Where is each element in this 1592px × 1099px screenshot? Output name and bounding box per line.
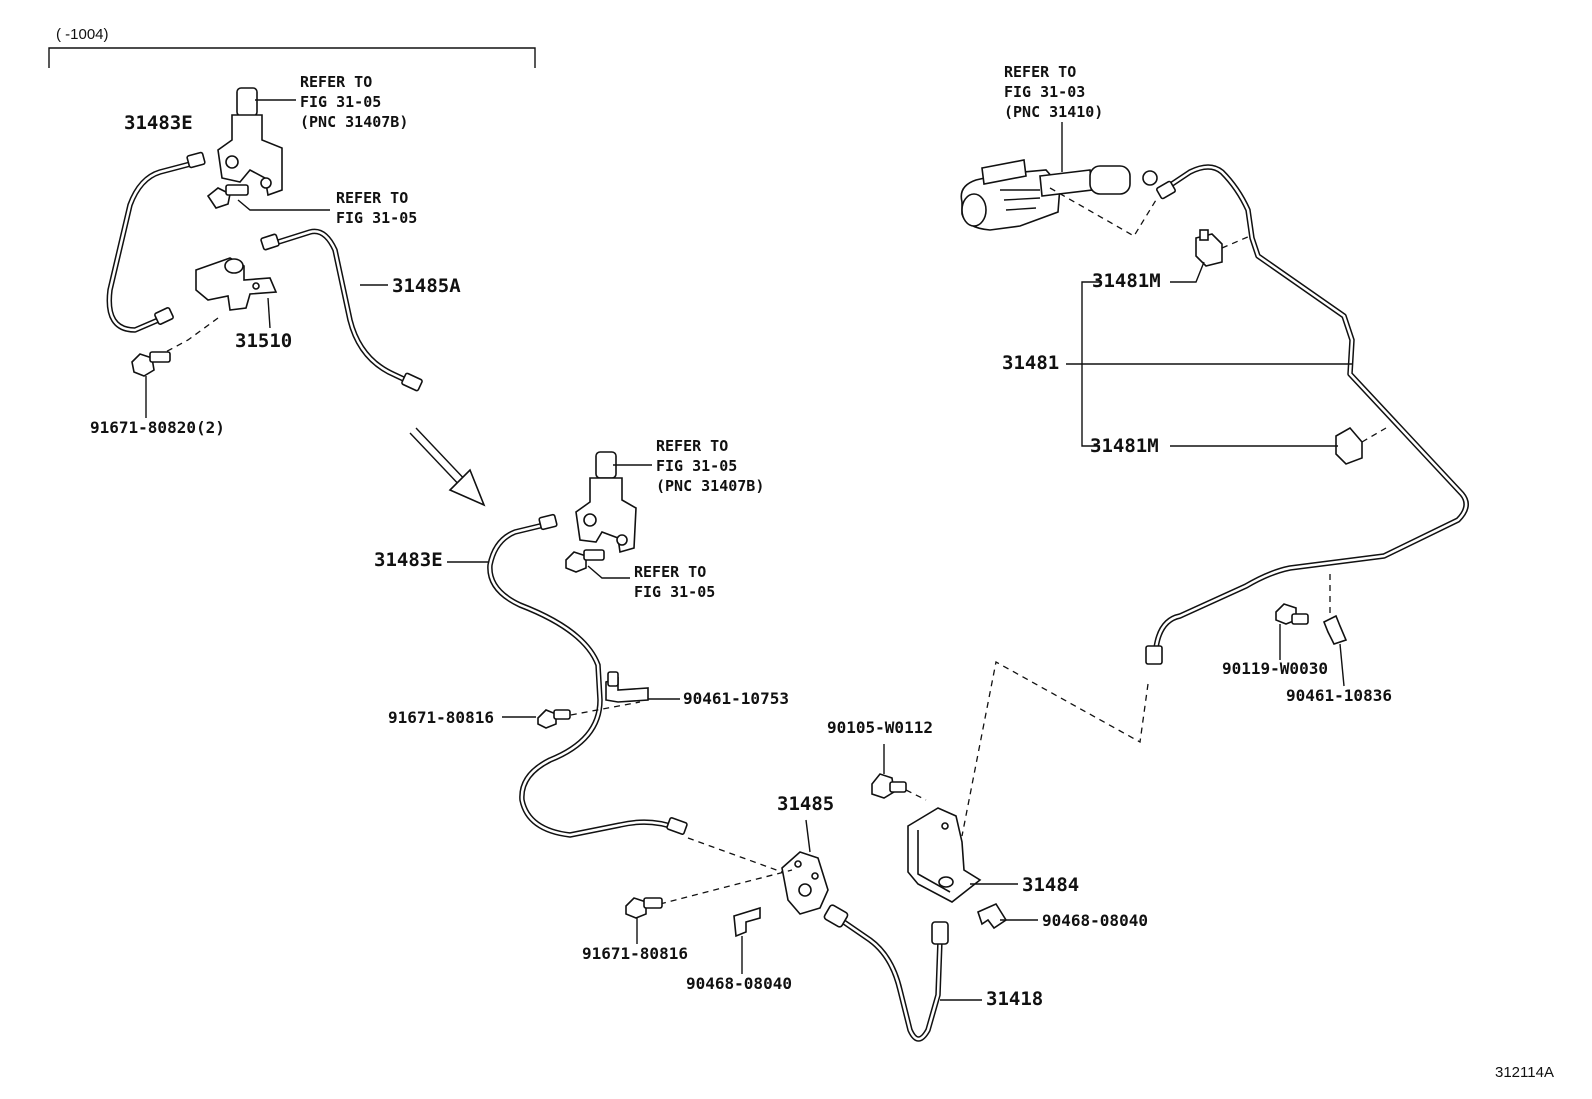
- flex-hose-31418: [823, 904, 949, 1042]
- range-bracket: [48, 47, 536, 68]
- dash-route: [961, 660, 1149, 837]
- part-label-31481[interactable]: 31481: [1002, 352, 1060, 374]
- dash-clamp-bot: [1361, 427, 1387, 443]
- clamp-31481m-top: [1195, 229, 1223, 267]
- master-cylinder-top-fitting: [217, 87, 283, 197]
- clip-90468-08040-b: [977, 902, 1008, 930]
- dash-bolt-90105: [905, 789, 927, 801]
- ref-line: REFER TO: [1004, 63, 1077, 81]
- part-label-90468-08040-a[interactable]: 90468-08040: [686, 974, 792, 993]
- bolt-top: [206, 184, 249, 209]
- dash-clip-bolt: [559, 701, 641, 718]
- bracket-31510: [195, 257, 278, 311]
- part-label-31483e-mid[interactable]: 31483E: [374, 549, 443, 571]
- ref-label-c[interactable]: REFER TO FIG 31-05 (PNC 31407B): [656, 436, 764, 496]
- bolt-91671-80820: [131, 351, 171, 377]
- dash-pipe-bracket: [687, 837, 783, 873]
- part-label-90105-w0112[interactable]: 90105-W0112: [827, 718, 933, 737]
- bolt-90105-w0112: [871, 773, 907, 799]
- leader-ref-b: [237, 199, 330, 211]
- ref-line: FIG 31-03: [1004, 83, 1086, 101]
- bolt-91671-80816-b: [625, 897, 663, 919]
- pipe-31483e-top: [106, 151, 206, 333]
- ref-line: FIG 31-05: [336, 209, 418, 227]
- part-label-91671-80816-b[interactable]: 91671-80816: [582, 944, 688, 963]
- ref-label-a[interactable]: REFER TO FIG 31-05 (PNC 31407B): [300, 72, 408, 132]
- dash-cylinder: [1049, 187, 1157, 237]
- leader-ref-d: [587, 565, 630, 579]
- ref-line: (PNC 31410): [1004, 103, 1104, 121]
- part-label-31481m-top[interactable]: 31481M: [1092, 270, 1161, 292]
- dash-bolt-bracket-31485: [659, 869, 793, 905]
- dash-clamp-top: [1221, 235, 1251, 249]
- leader-90461-10836: [1339, 643, 1345, 687]
- pipe-31485a: [260, 228, 423, 392]
- part-label-31483e-top[interactable]: 31483E: [124, 112, 193, 134]
- ref-line: FIG 31-05: [656, 457, 738, 475]
- part-label-91671-80820[interactable]: 91671-80820(2): [90, 418, 225, 437]
- pipe-31481: [1145, 164, 1469, 665]
- ref-line: REFER TO: [656, 437, 729, 455]
- ref-line: FIG 31-05: [634, 583, 716, 601]
- master-cylinder-mid-fitting: [575, 451, 637, 554]
- part-label-90461-10836[interactable]: 90461-10836: [1286, 686, 1392, 705]
- bracket-31484: [907, 807, 982, 903]
- range-label: ( -1004): [56, 26, 109, 43]
- part-label-90468-08040-b[interactable]: 90468-08040: [1042, 911, 1148, 930]
- part-label-31510[interactable]: 31510: [235, 330, 293, 352]
- part-label-31481m-bot[interactable]: 31481M: [1090, 435, 1159, 457]
- ref-line: (PNC 31407B): [656, 477, 765, 495]
- ref-line: FIG 31-05: [300, 93, 382, 111]
- clip-90461-10753: [605, 671, 649, 703]
- ref-line: (PNC 31407B): [300, 113, 409, 131]
- pipe-31483e-mid: [487, 513, 688, 838]
- leader-31481-group: [1066, 281, 1352, 447]
- part-label-90461-10753[interactable]: 90461-10753: [683, 689, 789, 708]
- part-label-31418[interactable]: 31418: [986, 988, 1044, 1010]
- master-cylinder-31410: [960, 159, 1158, 231]
- clamp-31481m-bot: [1335, 426, 1363, 465]
- part-label-31484[interactable]: 31484: [1022, 874, 1080, 896]
- leader-31481m-top: [1170, 261, 1205, 283]
- dash-bolt-bracket: [159, 317, 219, 356]
- direction-arrow: [409, 427, 486, 507]
- clip-90468-08040-a: [733, 906, 761, 938]
- clip-90461-10836: [1322, 614, 1348, 645]
- leader-31510: [267, 297, 271, 329]
- part-label-91671-80816-a[interactable]: 91671-80816: [388, 708, 494, 727]
- ref-line: REFER TO: [300, 73, 373, 91]
- ref-label-e[interactable]: REFER TO FIG 31-03 (PNC 31410): [1004, 62, 1103, 122]
- ref-label-d[interactable]: REFER TO FIG 31-05: [634, 562, 715, 602]
- part-label-31485[interactable]: 31485: [777, 793, 835, 815]
- ref-line: REFER TO: [336, 189, 409, 207]
- ref-line: REFER TO: [634, 563, 707, 581]
- bolt-90119-w0030: [1275, 603, 1309, 625]
- part-label-31485a[interactable]: 31485A: [392, 275, 461, 297]
- bolt-mid: [565, 549, 605, 573]
- figure-code: 312114A: [1495, 1064, 1554, 1081]
- bolt-91671-80816-a: [537, 709, 571, 729]
- part-label-90119-w0030[interactable]: 90119-W0030: [1222, 659, 1328, 678]
- ref-label-b[interactable]: REFER TO FIG 31-05: [336, 188, 417, 228]
- bracket-31485: [781, 851, 829, 915]
- leader-31485: [805, 819, 811, 853]
